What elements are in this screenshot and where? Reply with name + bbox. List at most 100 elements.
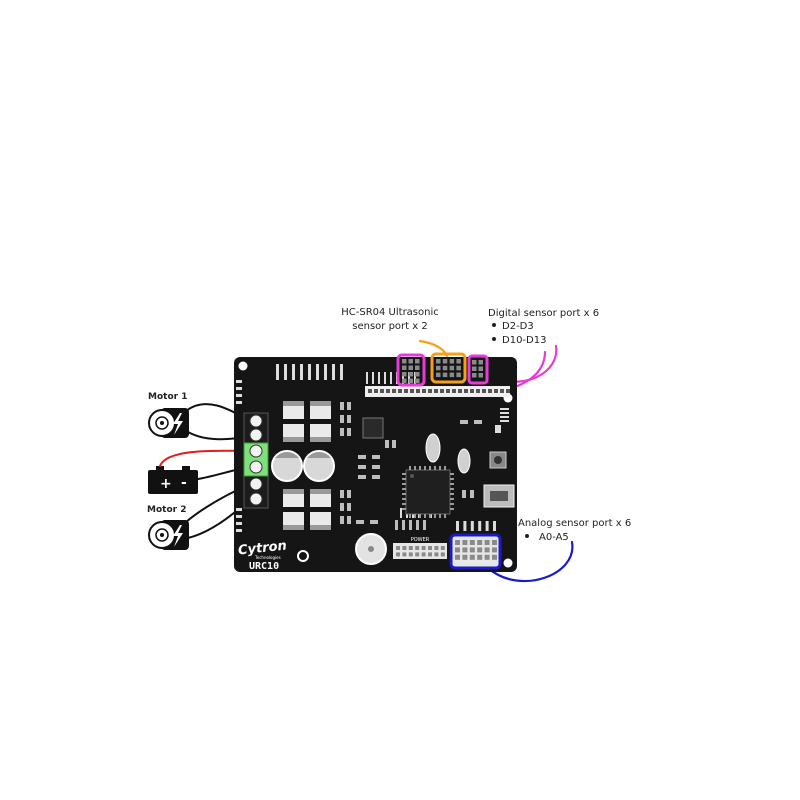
header-pin [449,359,455,364]
header-pin [428,552,432,557]
header-pin [455,547,460,553]
silkscreen-mark [366,372,368,384]
brand-subtitle: Technologies [254,555,281,560]
header-pin [472,360,477,365]
mosfet-group-top [283,401,331,442]
header-pin [469,540,475,545]
board-model: URC10 [249,561,279,572]
header-pin [472,366,477,371]
led [495,425,501,433]
header-pin [416,389,420,393]
header-pin [428,389,432,393]
silkscreen-mark [236,394,242,397]
chip-pin [402,488,406,490]
header-pin [422,389,426,393]
header-pin [484,547,490,553]
digital-port-pins-right [472,360,483,378]
crystal-oscillator [425,433,441,463]
header-pin [402,552,407,557]
header-pin [392,389,396,393]
header-pin [492,554,497,560]
motor2-label: Motor 2 [147,505,186,515]
silkscreen-mark [300,364,303,380]
bullet-icon [492,337,496,341]
silkscreen-mark [378,372,380,384]
silkscreen-mark [236,515,242,518]
header-pin [477,540,483,545]
analog-label-title: Analog sensor port x 6 [518,518,631,529]
digital-label-title: Digital sensor port x 6 [488,308,599,319]
silkscreen-mark [316,364,319,380]
header-pin [398,389,402,393]
ultrasonic-label-line1: HC-SR04 Ultrasonic [341,307,439,318]
bullet-icon [525,534,529,538]
header-pin [402,372,407,377]
header-pin [436,359,441,364]
silkscreen-mark [500,412,509,414]
header-pin [449,372,455,378]
chip-pin [402,478,406,480]
silkscreen-mark [478,521,482,531]
mounting-hole [297,550,309,562]
chip-pin [402,473,406,475]
mounting-hole [238,361,248,371]
header-pin [462,540,468,545]
header-pin [458,389,462,393]
header-pin [402,359,407,364]
silkscreen-mark [332,364,335,380]
header-pin [421,546,426,550]
silkscreen-mark [390,372,392,384]
silkscreen-mark [236,522,242,525]
silkscreen-mark [236,387,242,390]
chip-pin [409,466,411,470]
silkscreen-mark [470,521,474,531]
header-pin [402,365,407,370]
digital-port-highlight-right [467,354,489,385]
header-pin [492,547,497,553]
header-pin [494,389,498,393]
power-header-pins [396,546,445,557]
chip-pin [402,483,406,485]
chip-pin [444,466,446,470]
silkscreen-mark [236,529,242,532]
header-pin [446,389,450,393]
header-pin [456,359,461,364]
header-pin [408,552,413,557]
silkscreen-mark [414,372,416,384]
chip-pin [450,503,454,505]
header-pin [408,365,413,370]
header-pin [478,366,483,371]
header-pin [500,389,504,393]
header-pin [455,540,460,545]
silkscreen-mark [340,364,343,380]
header-pin [456,372,461,378]
chip-pin [439,466,441,470]
terminal-screw [249,460,263,474]
header-pin [415,372,420,377]
lightning-icon [173,525,183,547]
header-pin [477,554,483,560]
silkscreen-mark [292,364,295,380]
capacitor [271,450,303,482]
battery-icon: + - [148,466,198,494]
silkscreen-mark [384,372,386,384]
header-pin [477,547,483,553]
header-pin [386,389,390,393]
header-pin [408,372,413,377]
header-pin [442,372,448,378]
silkscreen-mark [284,364,287,380]
terminal-screw [249,414,263,428]
silkscreen-mark [372,372,374,384]
ultrasonic-port-highlight [430,352,467,384]
header-pin [404,389,408,393]
silkscreen-mark [500,408,509,410]
header-pin [408,546,413,550]
header-pin [478,360,483,365]
ultrasonic-port-pins [436,359,461,378]
header-pin [506,389,510,393]
header-pin [408,378,413,383]
silkscreen-mark [456,521,459,531]
silkscreen-mark [276,364,279,380]
chip-pin [419,466,421,470]
silkscreen-mark [485,521,489,531]
